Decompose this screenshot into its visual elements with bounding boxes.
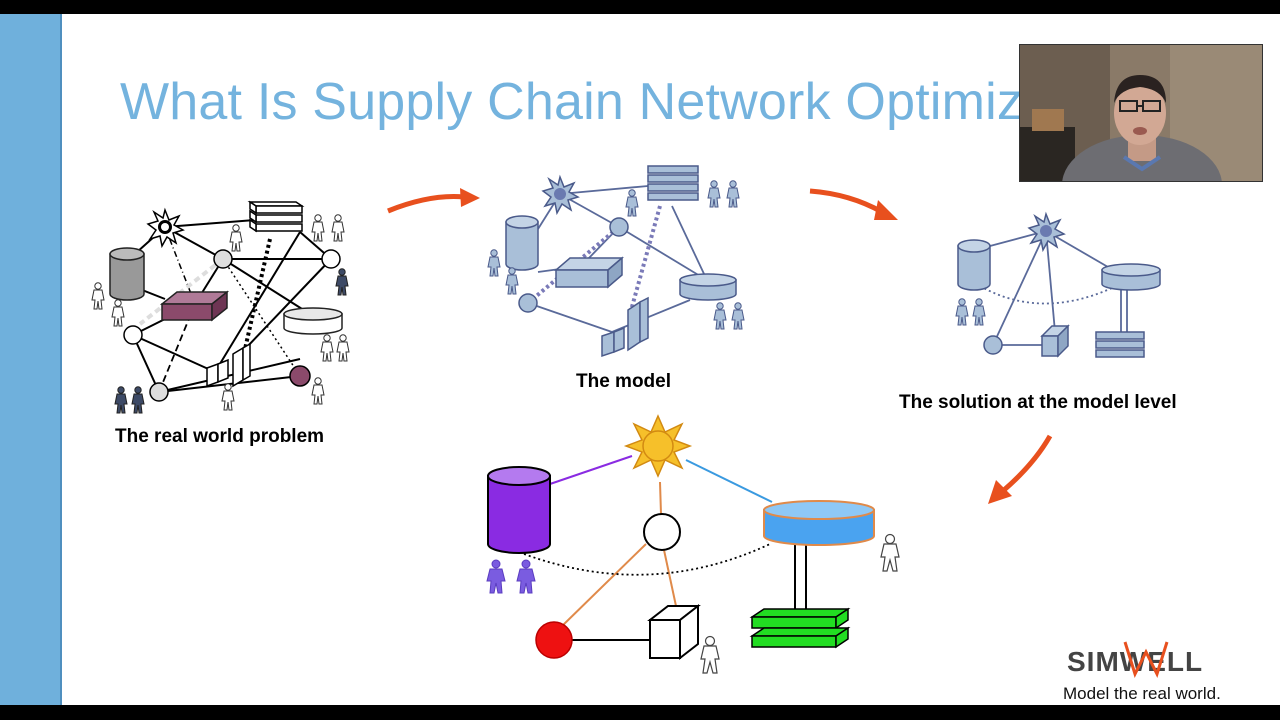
database-icon bbox=[505, 215, 539, 271]
simwell-logo: SIMWELL Model the real world. bbox=[1063, 641, 1263, 704]
stack-icon bbox=[247, 200, 305, 233]
stack-icon bbox=[647, 165, 699, 201]
caption-real-world: The real world problem bbox=[115, 426, 325, 447]
warehouse-box bbox=[1040, 324, 1070, 358]
person-icon bbox=[880, 533, 900, 572]
person-icon bbox=[516, 559, 536, 594]
supply-chain-diagram bbox=[91, 165, 1161, 674]
real-world-network bbox=[91, 200, 350, 414]
arrow-icon bbox=[387, 194, 465, 214]
slide-title: What Is Supply Chain Network Optimiz bbox=[120, 73, 1024, 131]
tank-icon bbox=[763, 500, 875, 546]
warehouse-box bbox=[647, 603, 701, 661]
customer-node bbox=[535, 621, 573, 659]
factory-icon bbox=[206, 342, 251, 388]
person-icon bbox=[486, 559, 506, 594]
tank-icon bbox=[283, 307, 343, 335]
solution-model-network bbox=[955, 211, 1161, 358]
bottom-letterbox bbox=[0, 705, 1280, 720]
arrow-icon bbox=[1002, 434, 1053, 492]
database-icon bbox=[487, 466, 551, 554]
arrow-icon bbox=[809, 188, 884, 215]
warehouse-box bbox=[159, 290, 230, 322]
presenter-webcam bbox=[1019, 44, 1263, 182]
database-icon bbox=[109, 247, 145, 301]
logo-w-mark bbox=[1123, 641, 1169, 678]
logo-tagline: Model the real world. bbox=[1063, 684, 1221, 703]
database-icon bbox=[957, 239, 991, 291]
warehouse-box bbox=[553, 256, 625, 289]
stack-icon bbox=[749, 607, 851, 649]
final-solution-network bbox=[486, 414, 900, 674]
sun-icon bbox=[1027, 211, 1066, 253]
caption-solution: The solution at the model level bbox=[899, 392, 1177, 413]
person-icon bbox=[700, 635, 720, 674]
stack-icon bbox=[1095, 331, 1145, 358]
caption-model: The model bbox=[576, 371, 672, 392]
factory-icon bbox=[601, 296, 649, 358]
accent-bar bbox=[0, 14, 60, 705]
distribution-node bbox=[643, 513, 681, 551]
sun-icon bbox=[146, 207, 185, 249]
model-network bbox=[487, 165, 745, 358]
tank-icon bbox=[679, 273, 737, 301]
sun-icon bbox=[623, 414, 693, 478]
accent-bar-edge bbox=[60, 14, 62, 705]
sun-icon bbox=[541, 174, 580, 216]
slide: What Is Supply Chain Network Optimiz bbox=[0, 14, 1280, 705]
tank-icon bbox=[1101, 263, 1161, 291]
